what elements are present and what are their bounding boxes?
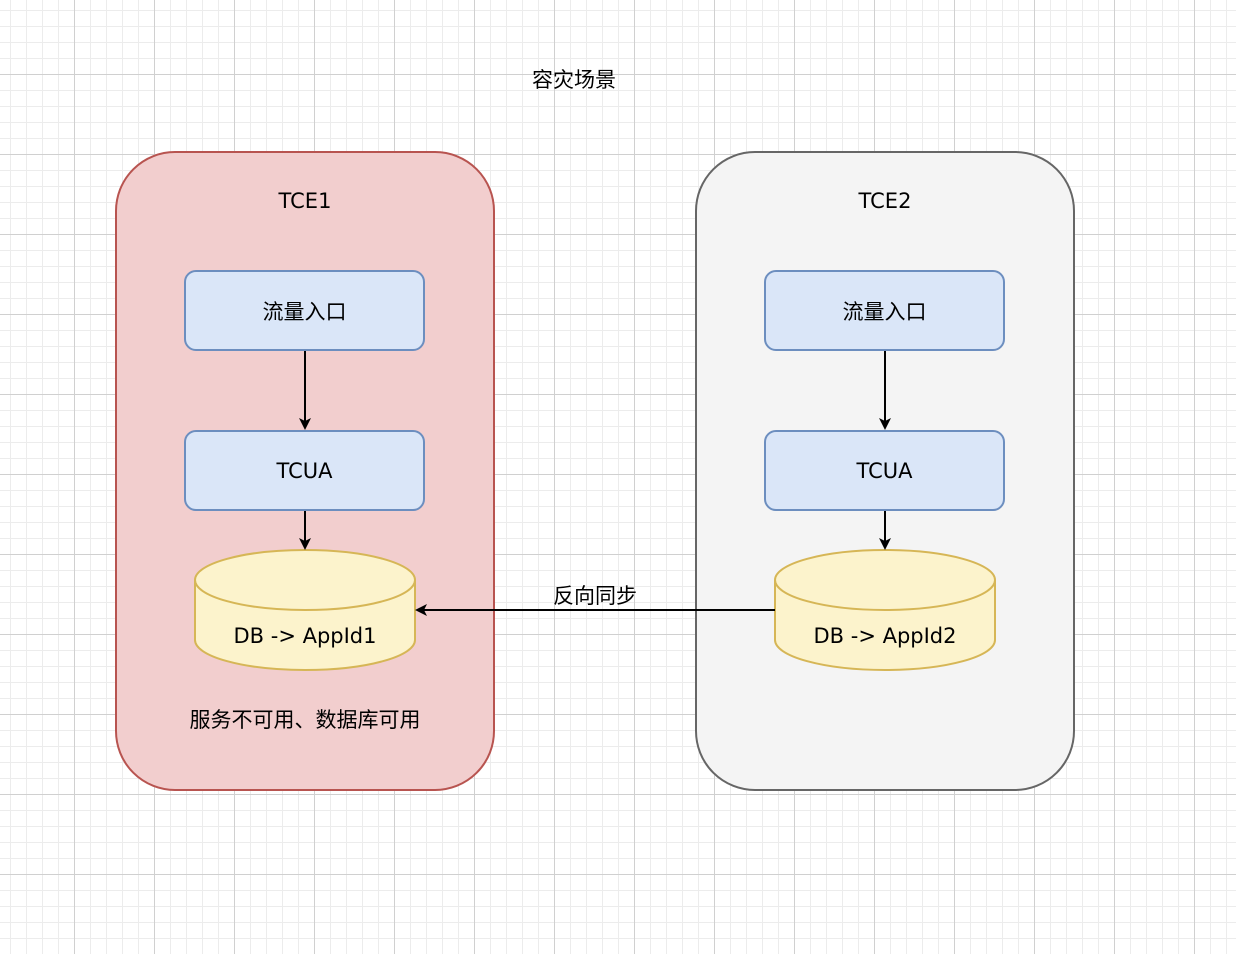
tce1-traffic-entry-label: 流量入口 bbox=[262, 299, 347, 324]
tce1-tcua-node[interactable]: TCUA bbox=[184, 430, 425, 511]
tce1-status-text: 服务不可用、数据库可用 bbox=[189, 708, 421, 732]
cluster-tce1-title: TCE1 bbox=[278, 189, 332, 213]
tce1-traffic-entry-node[interactable]: 流量入口 bbox=[184, 270, 425, 351]
tce1-database-cylinder[interactable] bbox=[194, 549, 416, 671]
tce1-database-label: DB -> AppId1 bbox=[233, 624, 377, 648]
tce1-tcua-label: TCUA bbox=[276, 458, 333, 483]
cluster-tce2-title: TCE2 bbox=[858, 189, 912, 213]
tce2-tcua-node[interactable]: TCUA bbox=[764, 430, 1005, 511]
tce2-traffic-entry-node[interactable]: 流量入口 bbox=[764, 270, 1005, 351]
reverse-sync-label: 反向同步 bbox=[553, 584, 637, 608]
tce2-tcua-label: TCUA bbox=[856, 458, 913, 483]
tce2-database-cylinder[interactable] bbox=[774, 549, 996, 671]
tce2-traffic-entry-label: 流量入口 bbox=[842, 299, 927, 324]
diagram-title: 容灾场景 bbox=[532, 68, 616, 92]
tce2-database-label: DB -> AppId2 bbox=[813, 624, 957, 648]
